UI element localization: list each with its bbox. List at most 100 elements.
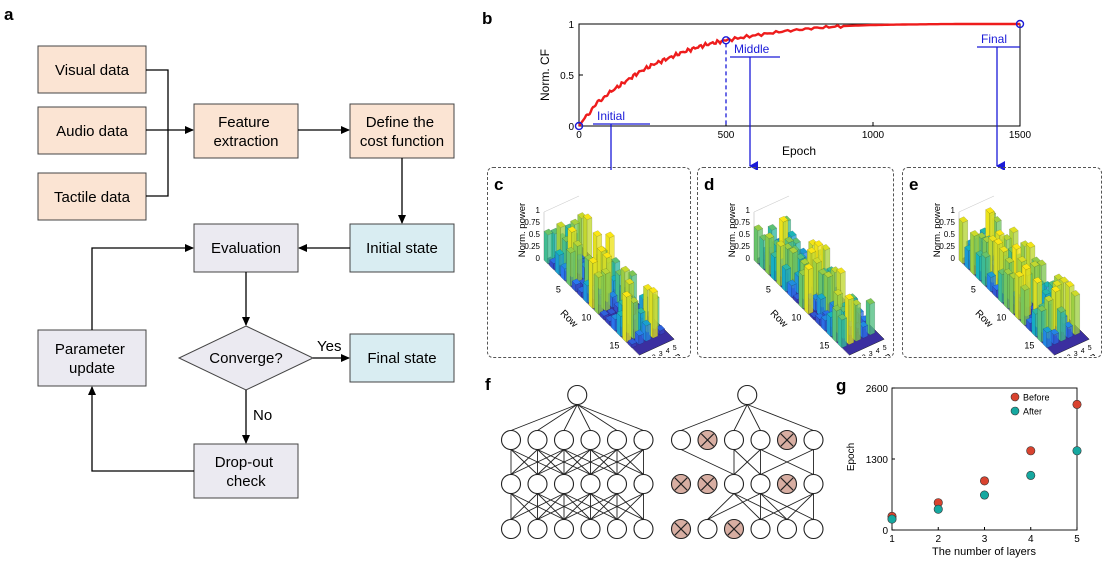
bar3d-bar	[753, 226, 759, 265]
g-legend-marker	[1010, 406, 1020, 416]
bar3d-bar-top	[610, 257, 621, 264]
g-ytick-label: 2600	[866, 384, 889, 395]
bar3d-bar-top	[1059, 276, 1069, 284]
panel-label-b: b	[482, 9, 492, 28]
full-network-node	[527, 518, 548, 540]
panel-label-f: f	[485, 375, 491, 394]
col-tick-label: 2	[862, 354, 866, 356]
bar3d-bar-top	[596, 245, 607, 253]
full-network-edge	[510, 493, 538, 520]
full-network-node	[500, 473, 522, 495]
bar3d-bar-top	[588, 257, 598, 264]
z-axis-label: Norm. power	[517, 203, 528, 257]
bar3d-bar-top	[1021, 263, 1032, 270]
bar3d-bar-top	[1056, 306, 1067, 313]
bar3d-bar-side	[598, 275, 604, 315]
full-network-node	[500, 518, 522, 540]
z-tick-label: 0.5	[529, 230, 541, 239]
b-label-initial: Initial	[597, 109, 625, 123]
axis-wall	[958, 195, 995, 213]
initial-state-box	[349, 223, 455, 273]
bar3d-bar-top	[636, 307, 646, 314]
dropout-network-node	[670, 429, 692, 451]
bar3d-bar	[1014, 273, 1020, 321]
bar3d-bar-side	[605, 271, 611, 312]
bar3d-bar-top	[833, 289, 843, 296]
col-tick-label: 2	[1067, 354, 1071, 356]
dropout-cross-icon	[700, 433, 715, 447]
bar3d-bar-top	[594, 271, 604, 278]
z-tick-label: 0.75	[524, 218, 540, 227]
bar3d-bar-top	[988, 235, 998, 242]
dropout-network-edge	[733, 493, 761, 520]
full-network-node	[553, 518, 575, 540]
bar3d-bar-top	[655, 324, 666, 332]
bar3d-bar-top	[1003, 268, 1013, 275]
full-network-edge	[537, 449, 565, 475]
g-point-after	[980, 490, 990, 500]
b-ylabel: Norm. CF	[538, 49, 552, 101]
full-network-edge	[537, 493, 565, 520]
bar3d-bar-top	[784, 236, 794, 244]
full-network-node	[633, 429, 654, 451]
dropout-network-edge	[760, 493, 814, 520]
dropout-network-edge	[746, 404, 761, 431]
bar3d-bar-top	[567, 226, 577, 233]
full-network-edge	[590, 493, 618, 520]
row-tick-label: 5	[971, 284, 976, 294]
dropout-cross-icon	[727, 522, 741, 536]
dropout-network-node	[750, 429, 771, 451]
z-tick-label: 1	[951, 206, 956, 215]
panel-label-e: e	[909, 175, 918, 194]
bar3d-bar	[837, 315, 843, 349]
bar3d-bar-top	[788, 247, 799, 254]
dropout-network-edge	[733, 404, 748, 431]
bar3d-bar-top	[813, 240, 824, 247]
z-tick-label: 0.5	[944, 230, 956, 239]
bar3d-bar-side	[626, 294, 632, 343]
bar3d-bar	[765, 234, 770, 276]
bar3d-bar-side	[1060, 310, 1066, 342]
full-network-node	[606, 518, 628, 540]
full-network-edge	[616, 449, 644, 475]
g-point-after	[933, 504, 943, 514]
network-diagrams: f	[485, 375, 824, 540]
bar3d-bar-top	[1063, 321, 1074, 329]
norm-cf-series-line	[578, 22, 1020, 127]
bar3d-bar-top	[767, 224, 778, 231]
bar3d-bar-top	[634, 329, 645, 337]
col-tick-label: 4	[1081, 348, 1085, 355]
dropout-cross-icon	[674, 522, 688, 536]
dropout-cross-icon	[780, 433, 794, 447]
bar3d-bar-top	[1014, 271, 1025, 278]
b-xtick-label: 0	[576, 130, 582, 141]
bar3d-bar-top	[820, 244, 831, 251]
bar3d-bar-top	[816, 293, 827, 300]
full-network-edge	[510, 493, 565, 520]
z-axis-label: Norm. power	[932, 203, 943, 257]
feature-extraction-label: Feature extraction	[213, 114, 278, 150]
bar3d-bar-top	[764, 232, 775, 239]
bar3d-bar-top	[1065, 280, 1075, 288]
g-point-before	[1072, 399, 1082, 409]
bar3d-bar-top	[992, 216, 1002, 223]
bar3d-bar-side	[645, 323, 651, 342]
dropout-network-edge	[760, 493, 788, 520]
full-network-edge	[590, 449, 618, 475]
tactile-data-box	[37, 172, 147, 221]
bar3d-bar-top	[592, 230, 603, 237]
audio-data-label: Audio data	[56, 123, 128, 140]
full-network-edge	[537, 404, 578, 431]
g-legend-label: Before	[1023, 393, 1050, 403]
bar3d-bar	[1009, 274, 1014, 315]
flowchart-panel: a Visual data Audio data Tactile data Fe…	[4, 5, 455, 499]
bar3d-bar	[566, 248, 571, 287]
bar3d-bar-top	[641, 319, 652, 327]
g-plot-frame	[891, 387, 1078, 531]
panel-d-frame	[697, 167, 894, 358]
bar3d-bar-top	[605, 231, 615, 239]
bar3d-bar-top	[799, 258, 810, 265]
dropout-cross-icon	[674, 477, 688, 491]
full-network-node	[606, 429, 628, 451]
